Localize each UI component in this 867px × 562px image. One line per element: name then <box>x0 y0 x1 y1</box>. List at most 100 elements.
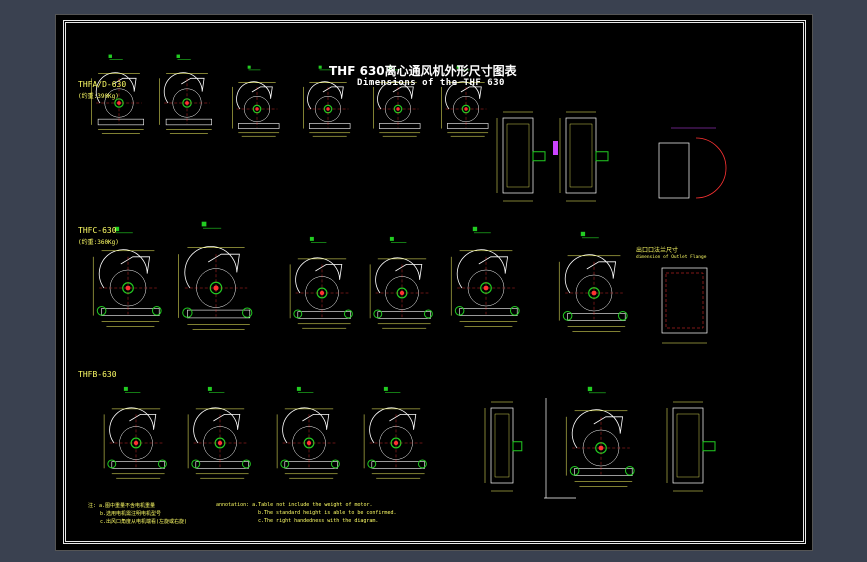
fan-view-b1-base <box>195 461 249 469</box>
section-label-thfc: THFC-630 <box>78 226 117 235</box>
fan-view-c4-base <box>459 308 518 316</box>
drawing-border-outer: THF 630离心通风机外形尺寸图表 Dimensions of the THF… <box>63 20 806 544</box>
fan-view-c3-tag-marker <box>389 236 394 241</box>
fan-view-c1-foot-left <box>182 307 193 318</box>
fan-view-b3-volute <box>369 407 417 444</box>
flange-detail-body <box>658 142 690 199</box>
section-weight-thfc: (约重:360Kg) <box>78 239 119 246</box>
drawing-title-english: Dimensions of the THF 630 <box>357 78 505 88</box>
fan-view-a5-tag-marker <box>456 65 460 69</box>
fan-view-a4-base <box>378 123 421 129</box>
side-view-b0-inner <box>494 413 510 478</box>
section-label-thfb: THFB-630 <box>78 370 117 379</box>
fan-view-c5-foot-right <box>617 310 628 321</box>
fan-view-c0-tag-marker <box>114 226 120 232</box>
fan-view-c4-tag-marker <box>472 226 478 232</box>
note-en-b: b.The standard height is able to be conf… <box>258 510 397 516</box>
fan-view-a0-volute <box>95 72 137 104</box>
side-view-b1-motor <box>702 441 716 452</box>
fan-view-b2-tag-marker <box>296 386 301 391</box>
side-view-a1-motor <box>595 151 609 162</box>
fan-view-b1-tag-marker <box>207 386 212 391</box>
fan-view-c3-foot-left <box>373 309 383 319</box>
section-mark-j <box>553 141 558 155</box>
fan-drawings-canvas <box>91 54 727 499</box>
outlet-flange-label-en: dimension of Outlet Flange <box>636 255 707 260</box>
side-view-a0-motor <box>532 151 546 162</box>
side-view-a0-body <box>502 117 534 194</box>
fan-view-b0-tag-marker <box>123 386 128 391</box>
fan-view-c4-volute <box>456 249 509 289</box>
fan-view-c2-base <box>297 311 351 319</box>
outlet-flange-label-cn: 出口口法兰尺寸 <box>636 247 679 254</box>
fan-view-c5-volute <box>564 254 617 294</box>
fan-view-b1-foot-left <box>191 459 201 469</box>
fan-view-b3-base <box>371 461 425 469</box>
fan-view-a4-tag-marker <box>388 65 392 69</box>
fan-view-c0-foot-left <box>96 305 107 316</box>
note-en-a: annotation: a.Table not include the weig… <box>216 502 373 508</box>
side-view-a1-inner <box>569 123 593 188</box>
section-weight-thfa: (约重:390Kg) <box>78 93 119 100</box>
fan-view-b5-volute <box>571 409 624 449</box>
fan-view-c3-foot-right <box>423 309 433 319</box>
fan-view-a0-tag-marker <box>108 54 112 58</box>
fan-view-b2-base <box>284 461 338 469</box>
fan-view-c2-tag-marker <box>309 236 314 241</box>
side-view-b1-body <box>672 407 704 484</box>
fan-view-c1-volute <box>184 246 240 289</box>
fan-view-b3-tag-marker <box>383 386 388 391</box>
fan-view-a3-volute <box>307 81 344 110</box>
fan-view-b1-volute <box>193 407 241 444</box>
fan-view-a1-tag-marker <box>176 54 180 58</box>
fan-view-a4-volute <box>377 81 414 110</box>
fan-view-c5-tag-marker <box>580 231 586 237</box>
note-cn-a: 注: a.图中重量不含电机重量 <box>88 503 156 509</box>
side-view-a1-body <box>565 117 597 194</box>
drawing-title-chinese: THF 630离心通风机外形尺寸图表 <box>329 64 517 78</box>
fan-view-a1-base <box>165 118 212 126</box>
fan-view-a5-base <box>446 123 489 129</box>
fan-view-c2-foot-right <box>343 309 353 319</box>
side-view-b0-body <box>490 407 514 484</box>
fan-view-a2-tag-marker <box>247 65 251 69</box>
fan-view-b2-volute <box>282 407 330 444</box>
fan-view-b0-foot-right <box>157 459 167 469</box>
fan-view-b5-foot-right <box>624 465 635 476</box>
side-view-b1-inner <box>676 413 700 478</box>
fan-view-a5-volute <box>445 81 482 110</box>
fan-view-c0-volute <box>98 249 151 289</box>
fan-view-b0-foot-left <box>107 459 117 469</box>
fan-view-c2-foot-left <box>293 309 303 319</box>
section-label-thfa: THFA/D-630 <box>78 80 127 89</box>
cad-viewport[interactable]: THF 630离心通风机外形尺寸图表 Dimensions of the THF… <box>55 14 813 551</box>
flange-detail-arc <box>695 137 727 199</box>
fan-view-a3-tag-marker <box>318 65 322 69</box>
fan-view-c4-foot-right <box>509 305 520 316</box>
fan-view-c1-base <box>187 309 251 319</box>
fan-view-a2-base <box>238 123 280 129</box>
drawing-border-inner: THF 630离心通风机外形尺寸图表 Dimensions of the THF… <box>65 22 804 542</box>
fan-view-c1-foot-right <box>242 307 253 318</box>
fan-view-c4-foot-left <box>454 305 465 316</box>
fan-view-b0-volute <box>109 407 157 444</box>
fan-view-a0-base <box>97 118 144 126</box>
fan-view-c2-volute <box>295 257 343 294</box>
fan-view-b1-foot-right <box>241 459 251 469</box>
side-view-a0-inner <box>506 123 530 188</box>
fan-view-c0-foot-right <box>151 305 162 316</box>
fan-view-b2-foot-right <box>330 459 340 469</box>
note-en-c: c.The right handedness with the diagram. <box>258 518 379 524</box>
fan-view-b5-base <box>574 468 633 476</box>
fan-view-c5-foot-left <box>562 310 573 321</box>
note-cn-b: b.选用电机需注明电机型号 <box>100 511 162 517</box>
side-view-b0-motor <box>512 441 523 452</box>
fan-view-b3-foot-left <box>367 459 377 469</box>
fan-view-b5-tag-marker <box>587 386 593 392</box>
fan-view-a3-base <box>309 123 351 129</box>
fan-view-c3-base <box>377 311 431 319</box>
fan-view-c0-base <box>101 308 160 316</box>
fan-view-b3-foot-right <box>417 459 427 469</box>
fan-view-a2-volute <box>236 81 273 110</box>
fan-view-c3-volute <box>375 257 423 294</box>
